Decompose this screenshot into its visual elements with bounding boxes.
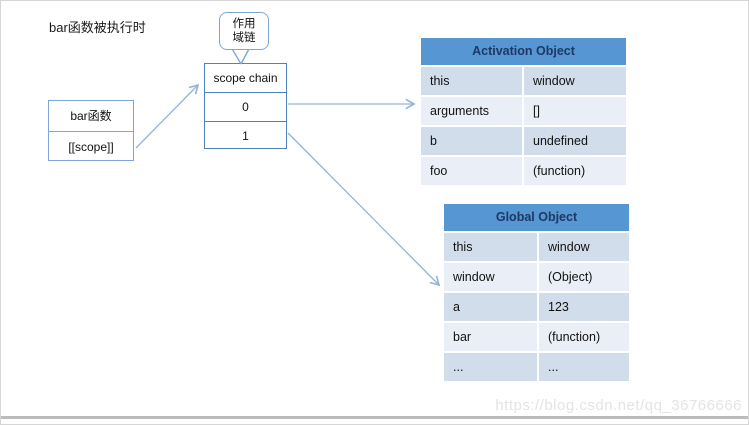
arrow-scope-to-chain — [135, 83, 200, 149]
table-row: a 123 — [444, 293, 629, 321]
callout-line-1: 作用 — [232, 17, 256, 30]
table-cell: window — [539, 233, 629, 261]
global-object-table-title: Global Object — [444, 204, 629, 231]
table-cell: arguments — [421, 97, 522, 125]
table-cell: window — [524, 67, 626, 95]
table-row: b undefined — [421, 127, 626, 155]
scope-chain-header: scope chain — [213, 71, 278, 85]
table-cell: window — [444, 263, 537, 291]
activation-object-table-title: Activation Object — [421, 38, 626, 65]
diagram-title: bar函数被执行时 — [49, 20, 146, 35]
table-row: this window — [421, 67, 626, 95]
scope-property-label: [[scope]] — [49, 131, 133, 162]
table-cell: ... — [444, 353, 537, 381]
table-row: window (Object) — [444, 263, 629, 291]
table-cell: b — [421, 127, 522, 155]
table-cell: [] — [524, 97, 626, 125]
global-object-table: Global Object this window window (Object… — [444, 204, 629, 381]
table-cell: (function) — [539, 323, 629, 351]
scope-chain-index-0: 0 — [205, 92, 286, 121]
table-row: arguments [] — [421, 97, 626, 125]
table-row: bar (function) — [444, 323, 629, 351]
table-cell: 123 — [539, 293, 629, 321]
callout-line-2: 域链 — [232, 32, 256, 44]
table-cell: (function) — [524, 157, 626, 185]
bar-function-box: bar函数 [[scope]] — [48, 100, 134, 161]
arrow-index1-to-global-object — [287, 132, 441, 287]
table-row: foo (function) — [421, 157, 626, 185]
bar-function-label: bar函数 — [70, 109, 112, 123]
table-cell: this — [421, 67, 522, 95]
scope-chain-index-1: 1 — [205, 121, 286, 150]
activation-object-table: Activation Object this window arguments … — [421, 38, 626, 185]
table-cell: undefined — [524, 127, 626, 155]
table-cell: a — [444, 293, 537, 321]
table-cell: bar — [444, 323, 537, 351]
table-cell: this — [444, 233, 537, 261]
bottom-divider — [1, 416, 748, 419]
table-cell: ... — [539, 353, 629, 381]
table-row: ... ... — [444, 353, 629, 381]
table-cell: (Object) — [539, 263, 629, 291]
scope-chain-box: scope chain 0 1 — [204, 63, 287, 149]
table-cell: foo — [421, 157, 522, 185]
table-row: this window — [444, 233, 629, 261]
scope-chain-callout: 作用 域链 — [219, 12, 269, 50]
csdn-watermark: https://blog.csdn.net/qq_36766666 — [495, 397, 742, 414]
